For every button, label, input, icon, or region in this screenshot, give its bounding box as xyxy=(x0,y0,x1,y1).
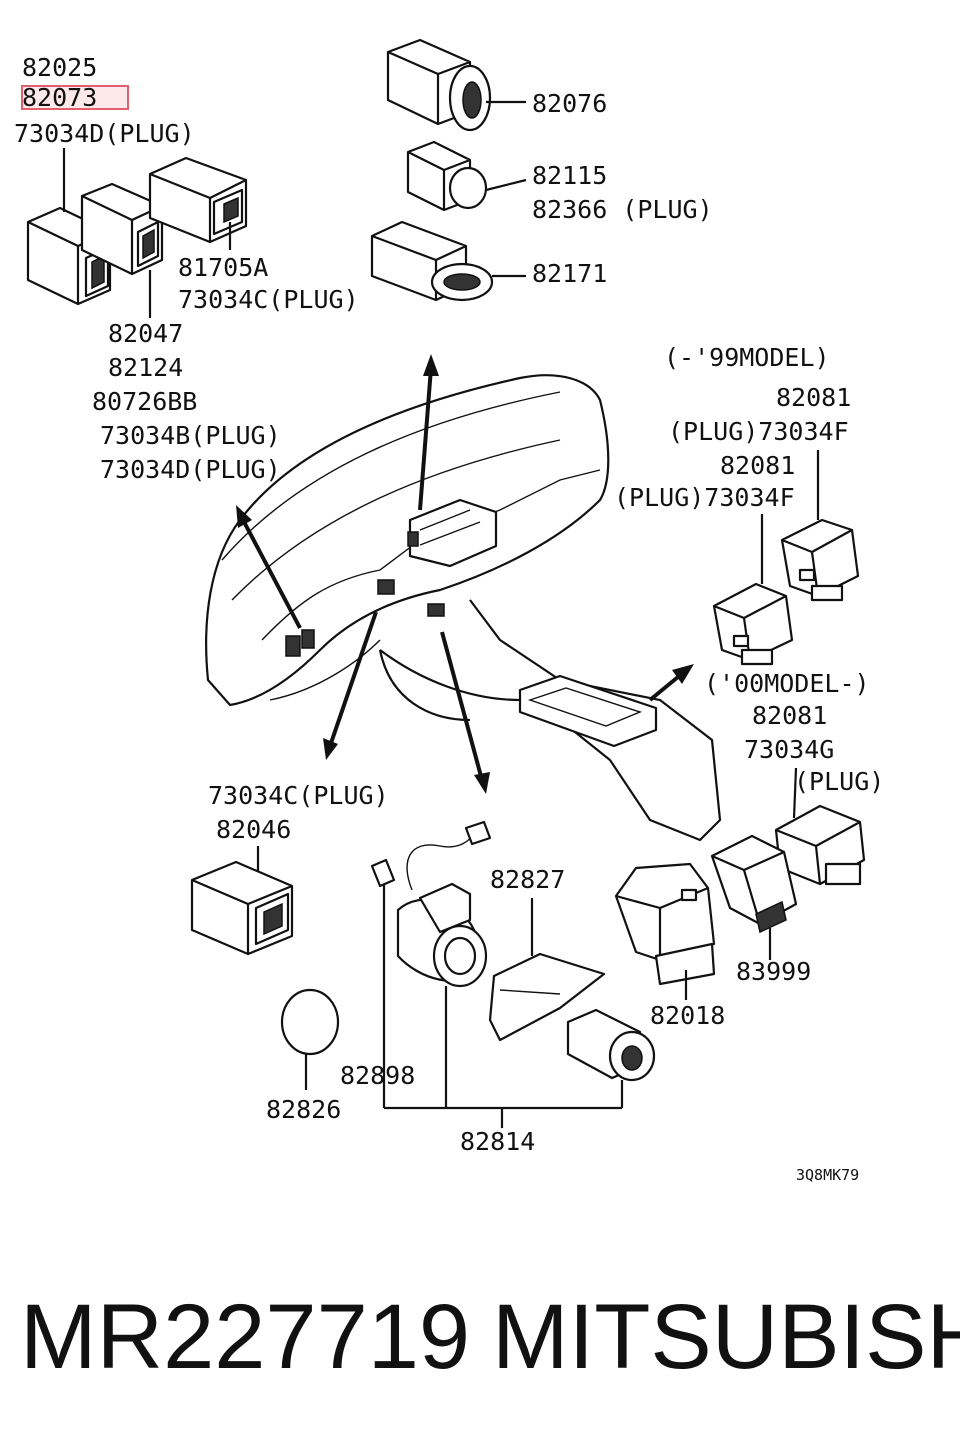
ring-82826 xyxy=(280,988,340,1056)
label-73034f-a: (PLUG)73034F xyxy=(668,417,849,446)
caption-brand: MITSUBISHI xyxy=(492,1286,960,1388)
label-model99: (-'99MODEL) xyxy=(664,343,830,372)
label-80726bb: 80726BB xyxy=(92,387,197,416)
callout-arrows xyxy=(236,354,694,794)
label-73034c-plug-a: 73034C(PLUG) xyxy=(178,285,359,314)
switch-82081-b xyxy=(712,582,794,666)
lighter-group: 82826 82827 82898 82814 xyxy=(266,820,656,1156)
label-82046: 82046 xyxy=(216,815,291,844)
arrow-to-top-left xyxy=(240,517,302,629)
switch-82046 xyxy=(190,860,294,956)
label-model00: ('00MODEL-) xyxy=(704,669,870,698)
diagram-code: 3Q8MK79 xyxy=(796,1166,859,1184)
arrow-to-lighter xyxy=(440,631,484,781)
arrow-to-top-center xyxy=(418,367,433,511)
label-73034d-plug-b: 73034D(PLUG) xyxy=(100,455,281,484)
label-81705a: 81705A xyxy=(178,253,268,282)
label-73034c-plug-b: 73034C(PLUG) xyxy=(208,781,389,810)
label-82081-b: 82081 xyxy=(720,451,795,480)
label-82047: 82047 xyxy=(108,319,183,348)
switch-82115 xyxy=(406,140,488,212)
label-73034g: 73034G xyxy=(744,735,834,764)
switch-group-top-left: 82025 82073 73034D(PLUG) xyxy=(14,53,359,484)
label-82073[interactable]: 82073 xyxy=(22,83,97,112)
arrow-to-82046 xyxy=(328,611,378,747)
dashboard-outline xyxy=(205,374,722,842)
label-73034b-plug: 73034B(PLUG) xyxy=(100,421,281,450)
leader-73034g xyxy=(792,767,798,819)
highlight-82073 xyxy=(21,85,129,110)
label-82018: 82018 xyxy=(650,1001,725,1030)
label-82366-plug: 82366 (PLUG) xyxy=(532,195,713,224)
switch-82076 xyxy=(386,38,492,132)
label-73034d-plug-top: 73034D(PLUG) xyxy=(14,119,195,148)
switch-group-top-center: 82076 82115 82366 (PLUG) 82171 xyxy=(370,38,713,302)
socket-82814 xyxy=(396,882,488,988)
switch-group-99-model: (-'99MODEL) 82081 (PLUG)73034F 82081 (PL… xyxy=(614,343,860,666)
label-82081-c: 82081 xyxy=(752,701,827,730)
label-82081-a: 82081 xyxy=(776,383,851,412)
label-82124: 82124 xyxy=(108,353,183,382)
label-82827: 82827 xyxy=(490,865,565,894)
switch-82047 xyxy=(80,182,164,276)
label-plug-g: (PLUG) xyxy=(794,767,884,796)
label-82025: 82025 xyxy=(22,53,97,82)
switch-82081-a xyxy=(780,518,860,602)
switch-group-82046: 73034C(PLUG) 82046 xyxy=(190,781,389,956)
label-82115: 82115 xyxy=(532,161,607,190)
switch-group-00-model: ('00MODEL-) 82081 73034G (PLUG) 83999 82… xyxy=(614,669,884,1030)
leader-82115 xyxy=(485,178,527,192)
label-82076: 82076 xyxy=(532,89,607,118)
lighter-plug xyxy=(566,1008,656,1082)
label-82814: 82814 xyxy=(460,1127,535,1156)
switch-81705a xyxy=(148,156,248,244)
label-73034f-b: (PLUG)73034F xyxy=(614,483,795,512)
switch-82018 xyxy=(614,862,716,986)
ashtray-82827 xyxy=(488,952,606,1042)
label-82171: 82171 xyxy=(532,259,607,288)
label-82898: 82898 xyxy=(340,1061,415,1090)
switch-82171 xyxy=(370,220,494,302)
switch-82081-c xyxy=(774,804,866,886)
label-82826: 82826 xyxy=(266,1095,341,1124)
label-83999: 83999 xyxy=(736,957,811,986)
switch-83999 xyxy=(710,834,798,934)
caption-part-number: MR227719 xyxy=(20,1286,470,1388)
